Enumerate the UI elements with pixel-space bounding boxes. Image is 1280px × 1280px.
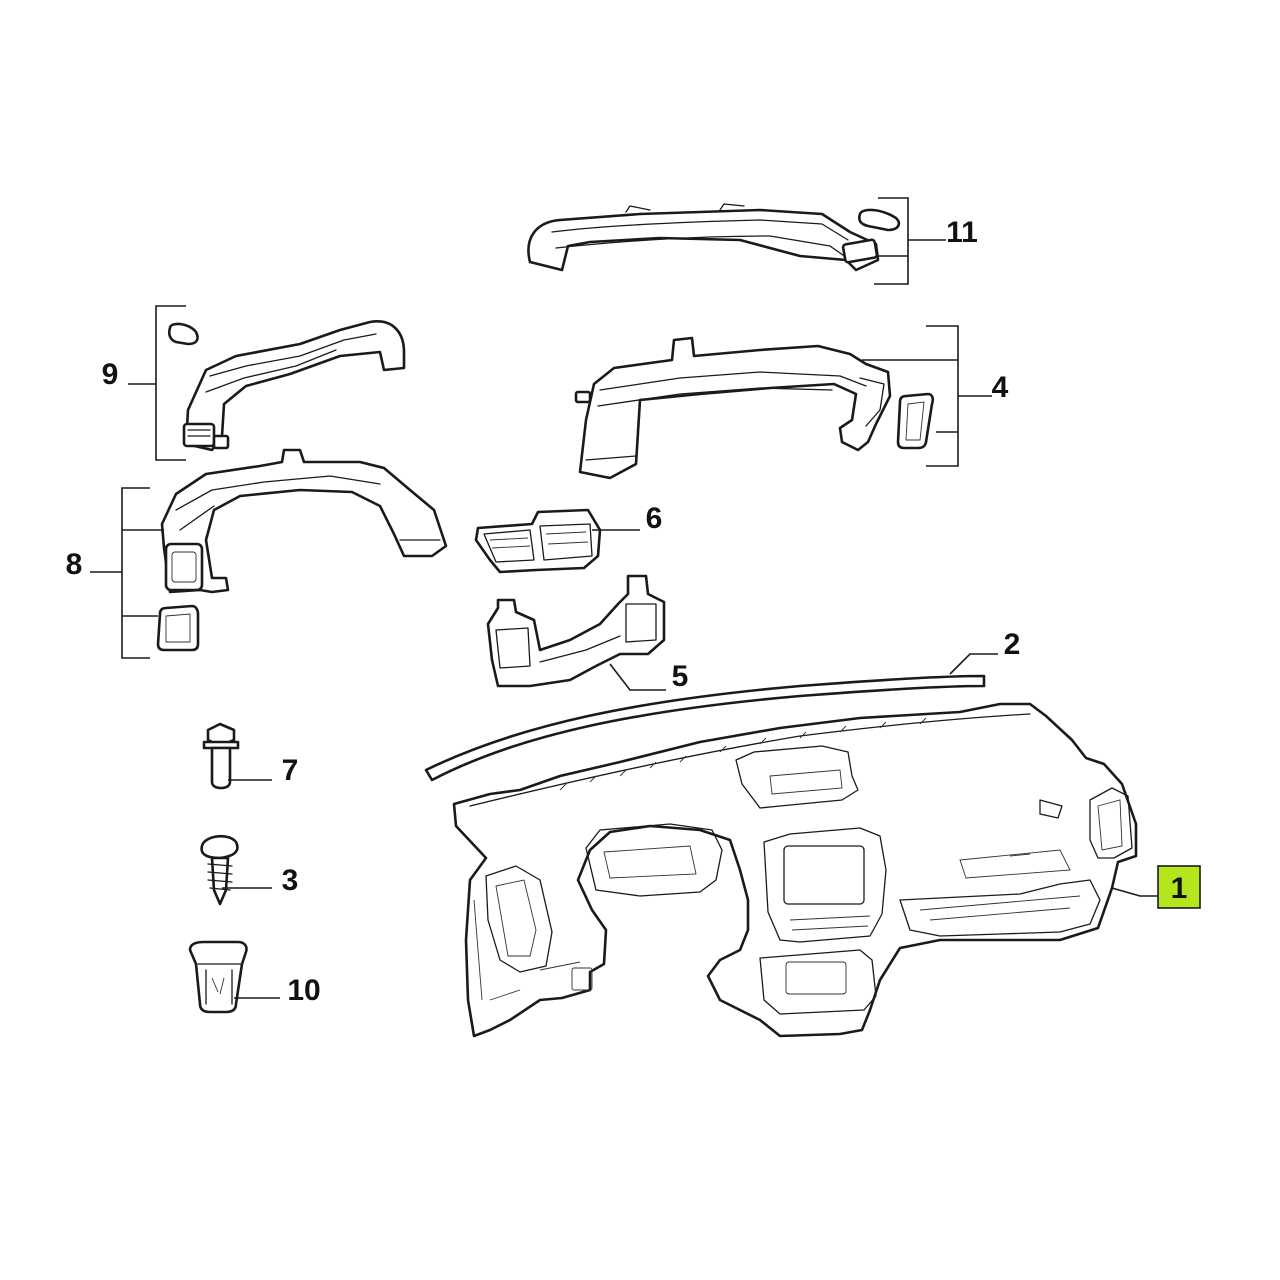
part-1-instrument-panel[interactable] [452, 702, 1138, 1038]
callout-10-label[interactable]: 10 [287, 974, 320, 1007]
leader-lines [222, 529, 1160, 999]
part-7-bolt[interactable] [202, 722, 240, 790]
callout-9-label[interactable]: 9 [102, 358, 119, 391]
callout-7-label[interactable]: 7 [282, 754, 299, 787]
part-8-duct[interactable] [160, 448, 448, 594]
bracket-11 [874, 197, 946, 285]
part-8-vent-cap[interactable] [156, 604, 200, 652]
callout-5-label[interactable]: 5 [672, 660, 689, 693]
callout-1-label: 1 [1171, 872, 1188, 905]
bracket-9 [128, 305, 186, 461]
callout-6-label[interactable]: 6 [646, 502, 663, 535]
part-4-vent-cap[interactable] [896, 392, 935, 450]
part-3-screw[interactable] [200, 834, 239, 906]
part-11-vent-cap[interactable] [857, 208, 901, 232]
bracket-8 [90, 487, 164, 659]
part-10-clip-nut[interactable] [188, 940, 248, 1014]
callout-1[interactable]: 1 [1157, 865, 1201, 909]
bracket-4 [862, 325, 992, 467]
callout-8-label[interactable]: 8 [66, 548, 83, 581]
part-5-centre-duct[interactable] [486, 574, 666, 688]
part-9-vent-cap[interactable] [167, 322, 199, 346]
part-11-upper-duct[interactable] [527, 203, 880, 272]
part-9-duct[interactable] [182, 320, 406, 452]
callout-4-label[interactable]: 4 [992, 371, 1009, 404]
callout-11-label[interactable]: 11 [946, 216, 978, 249]
part-2-seal-strip[interactable] [424, 674, 986, 782]
callout-2-label[interactable]: 2 [1004, 628, 1021, 661]
part-6-twin-vent[interactable] [474, 508, 602, 574]
callout-1-highlight [1157, 865, 1201, 909]
callout-3-label[interactable]: 3 [282, 864, 299, 897]
part-4-duct[interactable] [574, 336, 892, 480]
